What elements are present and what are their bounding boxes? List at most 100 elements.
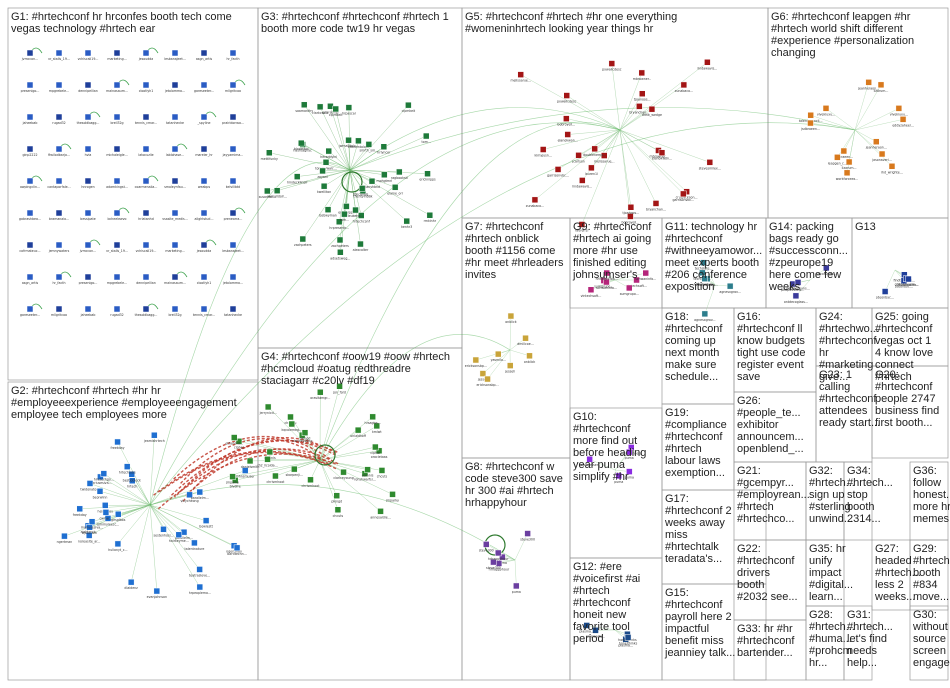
g5-node-label: zunabaco... — [675, 89, 693, 93]
g5-node-label: mbrowner.. — [633, 77, 651, 81]
g1-node-label: tatanhecke — [166, 121, 184, 125]
g1-node — [85, 114, 91, 120]
g6-node-label: jeanheraon... — [865, 146, 887, 150]
g1-node — [56, 146, 62, 152]
g1-node — [230, 82, 236, 88]
g3-node-label: hindecklinelf — [287, 181, 308, 185]
g1-node-label: mpgrebele... — [49, 89, 69, 93]
g1-node-label: mareler_hr — [195, 153, 213, 157]
g1-node-label: ftwilodbarjo... — [48, 153, 70, 157]
g2-node — [191, 540, 197, 546]
g2-node-label: beorwinn — [93, 495, 108, 499]
g4-node-label: chcuts — [377, 474, 388, 478]
g6-node — [900, 116, 906, 122]
g1-node-label: mainasaum... — [106, 89, 128, 93]
g7-node-label: dmillcoe... — [517, 342, 534, 346]
g1-node — [143, 274, 149, 280]
g5-node-label: tjoanoos... — [623, 211, 640, 215]
g3-node — [427, 212, 433, 218]
g13-node — [905, 276, 911, 282]
g1-node-label: jayyamima... — [222, 153, 244, 157]
g3-node-label: leukercr... — [348, 214, 364, 218]
g14-node-label: onbtecoglass... — [784, 300, 808, 304]
g1-node — [172, 114, 178, 120]
g2-node — [176, 532, 182, 538]
g6-node — [889, 163, 895, 169]
g2-node — [115, 511, 121, 517]
g3-node — [341, 211, 347, 217]
g5-node-label: zunabaco... — [526, 204, 544, 208]
g2-node-label: jeamishrtech — [143, 439, 165, 443]
g1-node — [143, 178, 149, 184]
g5-node — [704, 59, 710, 65]
g6-node-label: ihd_wrighte... — [881, 170, 903, 174]
g1-node-label: kelvilibtd — [226, 185, 240, 189]
g7-node — [527, 353, 533, 359]
group-label-g9: G9: #hrtechconf#hrtech ai goingmore #hr … — [572, 221, 652, 281]
g1-node — [230, 114, 236, 120]
g3-node — [369, 178, 375, 184]
group-label-g3: G3: #hrtechconf #hrtechconf #hrtech 1boo… — [261, 11, 449, 35]
g3-node — [326, 148, 332, 154]
g4-node — [267, 449, 273, 455]
g2-node-label: teatrasleve... — [189, 573, 210, 577]
g7-node — [485, 376, 491, 382]
g4-node-label: hrsagiss... — [365, 421, 381, 425]
g2-node-label: bestjoblock — [123, 478, 141, 482]
g1-node — [114, 306, 120, 312]
g8-node-label: steve300 — [520, 538, 535, 542]
g5-node-label: kimyjusn... — [535, 154, 552, 158]
g3-node — [353, 207, 359, 213]
g4-node-label: blvdfre — [230, 484, 241, 488]
group-label-g22: G22:#hrtechconfdriversbooth#2032 see... — [737, 543, 798, 603]
g4-node — [265, 404, 271, 410]
g4-node-label: jmparky — [225, 481, 239, 485]
g2-node — [97, 488, 103, 494]
g1-node — [56, 114, 62, 120]
g3-node — [381, 144, 387, 150]
g3-node — [346, 137, 352, 143]
g3-node — [266, 150, 272, 156]
g4-node-label: clariceyoung — [333, 476, 353, 480]
g3-node-label: tom... — [422, 140, 431, 144]
g3-node — [357, 241, 363, 247]
g7-node — [480, 371, 486, 377]
g6-node-label: jsdbraeen... — [800, 127, 820, 131]
g5-node — [639, 70, 645, 76]
g1-node-label: hr_facth — [226, 57, 239, 61]
g3-node-label: zayani — [317, 175, 327, 179]
g8-node — [483, 541, 489, 547]
group-label-g34: G34:#hrtech...stopbooth2314... — [847, 465, 893, 525]
g1-node — [27, 50, 33, 56]
g5-node — [707, 159, 713, 165]
g1-node-label: rugad32 — [110, 313, 123, 317]
group-label-g8: G8: #hrtechconf wcode steve300 savehr 30… — [465, 461, 563, 509]
g4-node-label: annesaldie... — [370, 515, 390, 519]
g6-node-label: eddyzaheel... — [892, 123, 913, 127]
g1-node — [201, 210, 207, 216]
g1-node — [27, 306, 33, 312]
g5-node-label: elanokwon... — [652, 157, 672, 161]
g1-node — [56, 306, 62, 312]
g3-node-label: alexcolter — [353, 248, 369, 252]
g4-node — [379, 467, 385, 473]
g3-node — [301, 102, 307, 108]
g5-node — [649, 106, 655, 112]
group-label-g7: G7: #hrtechconf#hrtech onblickbooth #115… — [465, 221, 564, 281]
g1-node-label: jaheebab — [22, 121, 38, 125]
g11-node — [727, 283, 733, 289]
g2-node-label: freekday — [73, 513, 87, 517]
g1-node-label: hr_facth — [52, 281, 65, 285]
g1-node — [85, 306, 91, 312]
g1-node-label: presenigo... — [21, 89, 40, 93]
group-label-g33: G33: hr #hr#hrtechconfbartender... — [737, 623, 795, 659]
g1-node-label: gabrashbea... — [19, 217, 41, 221]
g1-node — [201, 178, 207, 184]
g1-node-label: mainasaum... — [164, 281, 186, 285]
g5-node — [628, 204, 634, 210]
g6-node — [879, 151, 885, 157]
g4-node-label: skarpenji... — [286, 473, 304, 477]
g7-node-label: jesseh — [504, 370, 515, 374]
g1-node — [172, 50, 178, 56]
